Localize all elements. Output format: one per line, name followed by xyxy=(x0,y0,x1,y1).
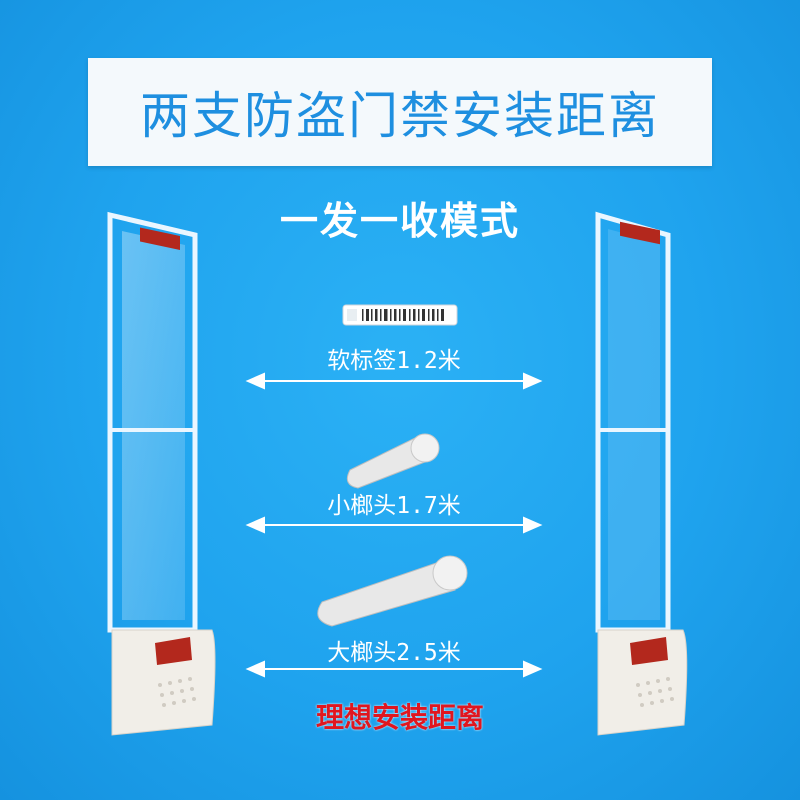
arrow-small-hammer-icon xyxy=(245,516,543,534)
arrow-large-hammer-icon xyxy=(245,660,543,678)
right-gate-antenna-icon xyxy=(595,211,688,736)
left-gate-antenna-icon xyxy=(107,211,216,736)
large-hammer-distance: 大榔头2.5米 xyxy=(327,640,461,666)
soft-label-icon xyxy=(342,304,458,326)
small-hammer-tag-icon xyxy=(346,433,440,489)
page-title: 两支防盗门禁安装距离 xyxy=(140,87,660,145)
title-banner: 两支防盗门禁安装距离 xyxy=(88,58,712,166)
mode-label: 一发一收模式 xyxy=(279,199,520,243)
ideal-distance-label: 理想安装距离 xyxy=(315,701,484,734)
large-hammer-tag-icon xyxy=(317,555,468,627)
arrow-soft-label-icon xyxy=(245,372,543,390)
soft-label-distance: 软标签1.2米 xyxy=(327,348,461,374)
small-hammer-distance: 小榔头1.7米 xyxy=(327,493,461,519)
